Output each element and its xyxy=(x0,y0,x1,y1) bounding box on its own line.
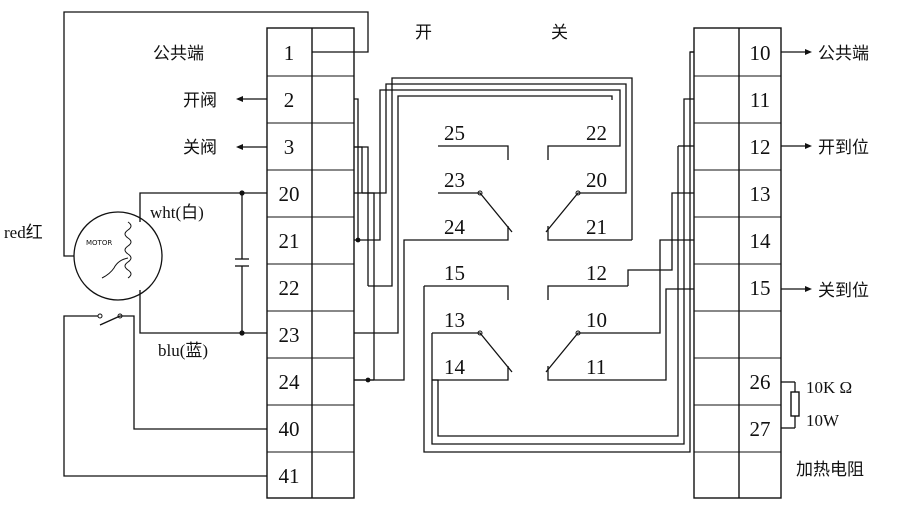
title-open: 开 xyxy=(415,23,432,43)
left-block-wiring xyxy=(354,51,694,453)
title-close: 关 xyxy=(551,23,568,43)
switch-label-21: 21 xyxy=(586,215,607,239)
resistor-value: 10K Ω xyxy=(806,378,852,397)
right-terminal-block xyxy=(693,27,782,499)
switch-label-23: 23 xyxy=(444,168,465,192)
right-terminal-14: 14 xyxy=(750,229,772,253)
right-terminal-12: 12 xyxy=(750,135,771,159)
motor-white-label: wht(白) xyxy=(150,203,204,222)
left-terminal-numbers: 1 2 3 20 21 22 23 24 40 41 xyxy=(279,41,301,488)
left-terminal-block xyxy=(266,27,355,499)
switch-label-25: 25 xyxy=(444,121,465,145)
switch-right-labels: 22 20 21 12 10 11 xyxy=(586,121,607,379)
left-terminal-23: 23 xyxy=(279,323,300,347)
resistor-power: 10W xyxy=(806,411,840,430)
resistor-caption: 加热电阻 xyxy=(796,460,864,480)
switch-label-24: 24 xyxy=(444,215,466,239)
right-terminal-13: 13 xyxy=(750,182,771,206)
right-label-close-limit: 关到位 xyxy=(818,281,869,301)
motor-blue-label: blu(蓝) xyxy=(158,341,208,360)
left-label-common: 公共端 xyxy=(153,44,204,64)
right-terminal-15: 15 xyxy=(750,276,771,300)
switch-label-15: 15 xyxy=(444,261,465,285)
switch-label-12: 12 xyxy=(586,261,607,285)
right-label-open-limit: 开到位 xyxy=(818,138,869,158)
switch-label-20: 20 xyxy=(586,168,607,192)
right-arrows xyxy=(781,49,812,292)
switch-contacts xyxy=(424,145,648,381)
right-terminal-10: 10 xyxy=(750,41,771,65)
switch-label-22: 22 xyxy=(586,121,607,145)
heating-resistor xyxy=(781,381,800,429)
motor-wiring xyxy=(63,11,369,477)
right-block-wiring xyxy=(627,51,694,381)
right-terminal-11: 11 xyxy=(750,88,770,112)
left-terminal-21: 21 xyxy=(279,229,300,253)
motor xyxy=(73,211,163,301)
switch-label-14: 14 xyxy=(444,355,466,379)
left-label-close-valve: 关阀 xyxy=(183,138,217,158)
motor-red-label: red红 xyxy=(4,223,43,242)
left-terminal-22: 22 xyxy=(279,276,300,300)
right-terminal-27: 27 xyxy=(750,417,771,441)
left-terminal-2: 2 xyxy=(284,88,295,112)
left-terminal-3: 3 xyxy=(284,135,295,159)
motor-label: MOTOR xyxy=(86,239,112,247)
left-terminal-20: 20 xyxy=(279,182,300,206)
switch-label-13: 13 xyxy=(444,308,465,332)
left-label-open-valve: 开阀 xyxy=(183,91,217,111)
left-terminal-41: 41 xyxy=(279,464,300,488)
switch-label-11: 11 xyxy=(586,355,606,379)
switch-left-labels: 25 23 24 15 13 14 xyxy=(444,121,466,379)
right-terminal-numbers: 10 11 12 13 14 15 26 27 xyxy=(750,41,772,441)
right-label-common: 公共端 xyxy=(818,44,869,64)
left-terminal-1: 1 xyxy=(284,41,295,65)
right-terminal-26: 26 xyxy=(750,370,771,394)
left-arrows xyxy=(236,96,267,150)
left-terminal-40: 40 xyxy=(279,417,300,441)
switch-label-10: 10 xyxy=(586,308,607,332)
left-terminal-24: 24 xyxy=(279,370,301,394)
